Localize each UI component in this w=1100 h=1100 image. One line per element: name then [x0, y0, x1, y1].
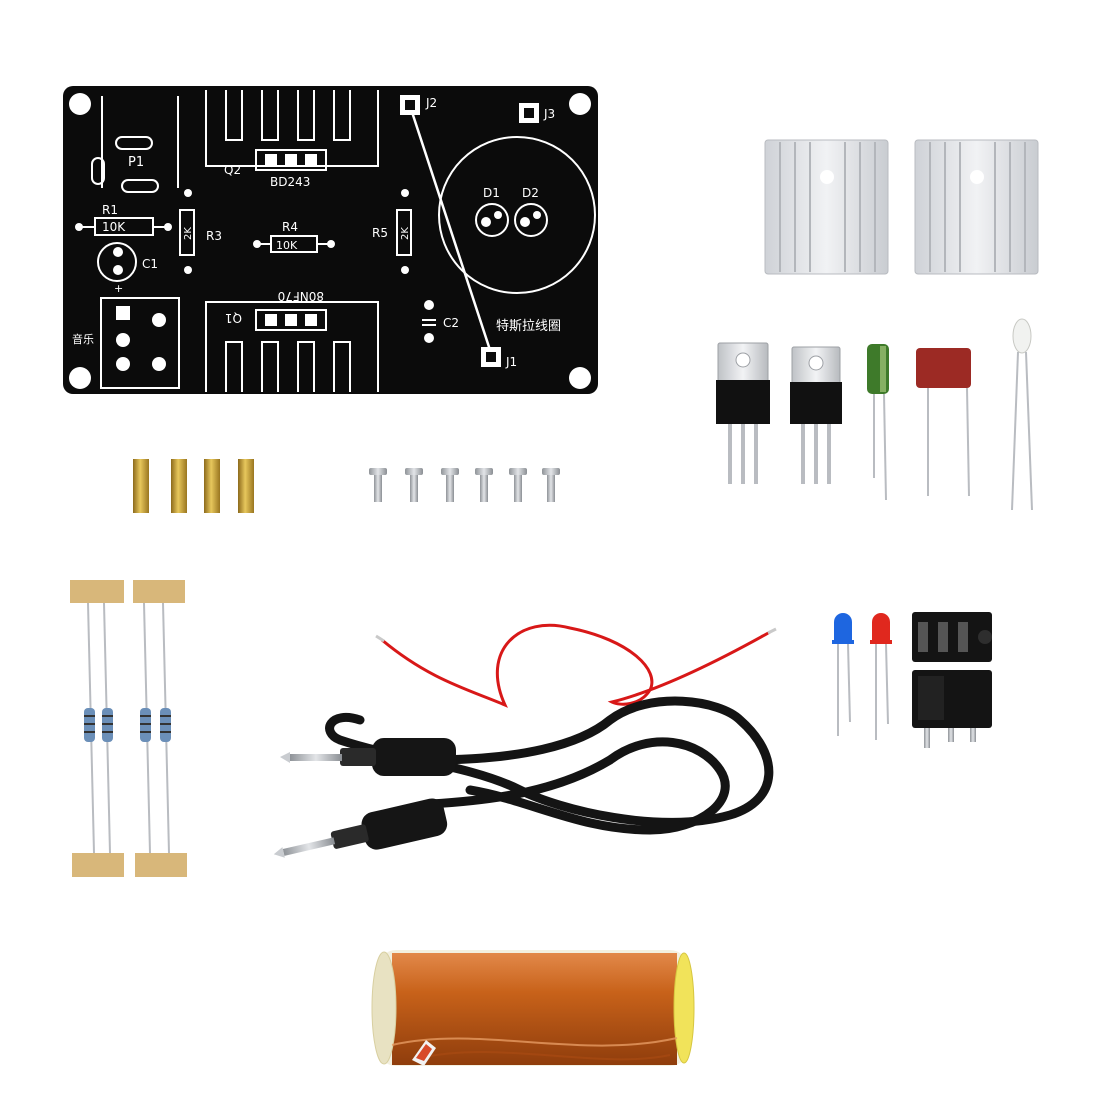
label-q2: Q2: [224, 163, 241, 177]
label-q1-part: 80NF70: [278, 289, 324, 303]
label-j2: J2: [425, 96, 437, 110]
audio-jack-socket: [912, 670, 992, 748]
heatsink-icon: [764, 139, 889, 275]
label-j3: J3: [543, 107, 555, 121]
red-wire: [375, 623, 777, 708]
brass-standoffs: [133, 459, 254, 513]
transistor-to220: [716, 342, 770, 484]
label-d1: D1: [483, 186, 500, 200]
label-music: 音乐: [72, 332, 94, 346]
label-c1: C1: [142, 257, 158, 271]
label-d2: D2: [522, 186, 539, 200]
screws: [369, 468, 560, 502]
label-c2: C2: [443, 316, 459, 330]
pcb-board: P1 R1 10K C1 + 音乐 Q2 BD243 R3 2K R4 10K …: [63, 86, 598, 394]
resistor-strip: [133, 580, 187, 877]
led-red: [870, 613, 892, 740]
label-r3-value: 2K: [183, 227, 194, 240]
label-plus: +: [114, 282, 123, 295]
neon-bulb: [1011, 318, 1033, 511]
transistor-to220: [790, 346, 842, 484]
electrolytic-capacitor: [867, 344, 889, 501]
led-blue: [832, 613, 854, 736]
label-q2-part: BD243: [270, 175, 310, 189]
film-capacitor: [916, 348, 971, 497]
mounting-hole: [569, 367, 591, 389]
label-q1: Q1: [225, 311, 242, 325]
heatsink-icon: [914, 139, 1039, 275]
audio-jack-socket: [912, 612, 992, 662]
label-r3: R3: [206, 229, 222, 243]
label-r4: R4: [282, 220, 298, 234]
label-tesla-coil: 特斯拉线圈: [496, 319, 561, 334]
label-p1: P1: [128, 155, 144, 170]
label-r1-value: 10K: [102, 220, 126, 234]
audio-cable-icon: [273, 696, 774, 858]
label-r5: R5: [372, 226, 388, 240]
label-r5-value: 2K: [400, 227, 411, 240]
mounting-hole: [69, 93, 91, 115]
mounting-hole: [69, 367, 91, 389]
label-j1: J1: [505, 355, 517, 369]
resistor-strip: [70, 580, 124, 877]
mounting-hole: [569, 93, 591, 115]
label-r1: R1: [102, 203, 118, 217]
copper-coil-icon: [371, 950, 695, 1066]
label-r4-value: 10K: [276, 239, 298, 252]
